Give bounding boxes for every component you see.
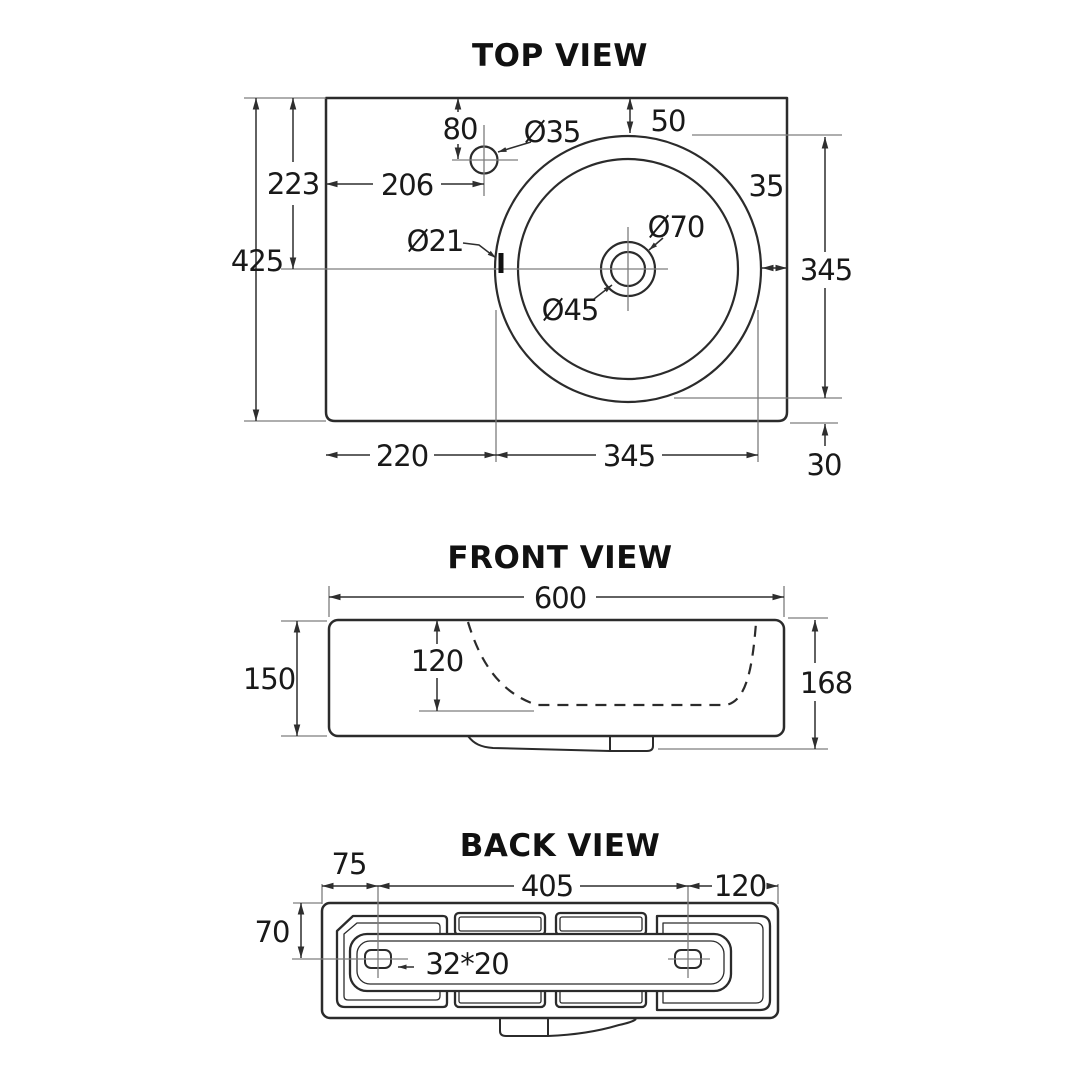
dim-tap-from-top: 80 <box>443 112 478 146</box>
dim-basin-from-top: 50 <box>651 104 686 138</box>
dim-left-to-center: 223 <box>267 167 319 201</box>
back-mount-channel-inner <box>356 940 725 985</box>
back-outline <box>320 901 780 1020</box>
dim-overflow-dia: Ø21 <box>407 224 464 258</box>
leader-drain-outer <box>648 237 664 251</box>
dim-front-height: 150 <box>243 662 295 696</box>
back-view-title: BACK VIEW <box>460 828 661 864</box>
top-view-title: TOP VIEW <box>472 38 648 74</box>
dim-total-height: 168 <box>800 666 852 700</box>
dim-slot-spacing: 405 <box>521 869 573 903</box>
leader-overflow <box>462 242 497 259</box>
front-view-title: FRONT VIEW <box>447 540 672 576</box>
dim-drain-outer-dia: Ø70 <box>648 210 705 244</box>
back-top-rib-1-inner <box>458 916 542 932</box>
dim-tap-hole-dia: Ø35 <box>524 115 581 149</box>
dim-overall-depth: 425 <box>231 244 283 278</box>
front-slab-outline <box>327 618 786 738</box>
dim-drain-inner-dia: Ø45 <box>542 293 599 327</box>
dim-basin-dia-right: 345 <box>800 253 852 287</box>
dim-slot-size: 32*20 <box>425 947 508 981</box>
dim-left-to-slot: 75 <box>332 847 367 881</box>
top-view: TOP VIEW 425 223 <box>231 38 853 482</box>
back-top-rib-2-inner <box>559 916 643 932</box>
top-slab-outline <box>324 96 789 423</box>
dim-right-gap: 35 <box>749 169 784 203</box>
dim-bowl-depth: 120 <box>411 644 463 678</box>
front-bowl-hidden-line <box>466 621 758 707</box>
front-drain-trap <box>467 735 654 752</box>
dim-tap-from-left: 206 <box>381 168 433 202</box>
dim-slot-to-right: 120 <box>714 869 766 903</box>
dim-overall-width: 600 <box>534 581 586 615</box>
dim-left-ledge: 220 <box>376 439 428 473</box>
back-view: BACK VIEW <box>255 828 780 1037</box>
front-view: FRONT VIEW 600 150 120 168 <box>243 540 853 752</box>
dim-slot-from-top: 70 <box>255 915 290 949</box>
leader-drain-inner <box>593 284 613 300</box>
leader-tap-dia <box>497 141 532 153</box>
dim-basin-dia-bottom: 345 <box>603 439 655 473</box>
dim-basin-to-bottom: 30 <box>807 448 842 482</box>
back-drain-trap <box>499 1018 637 1037</box>
